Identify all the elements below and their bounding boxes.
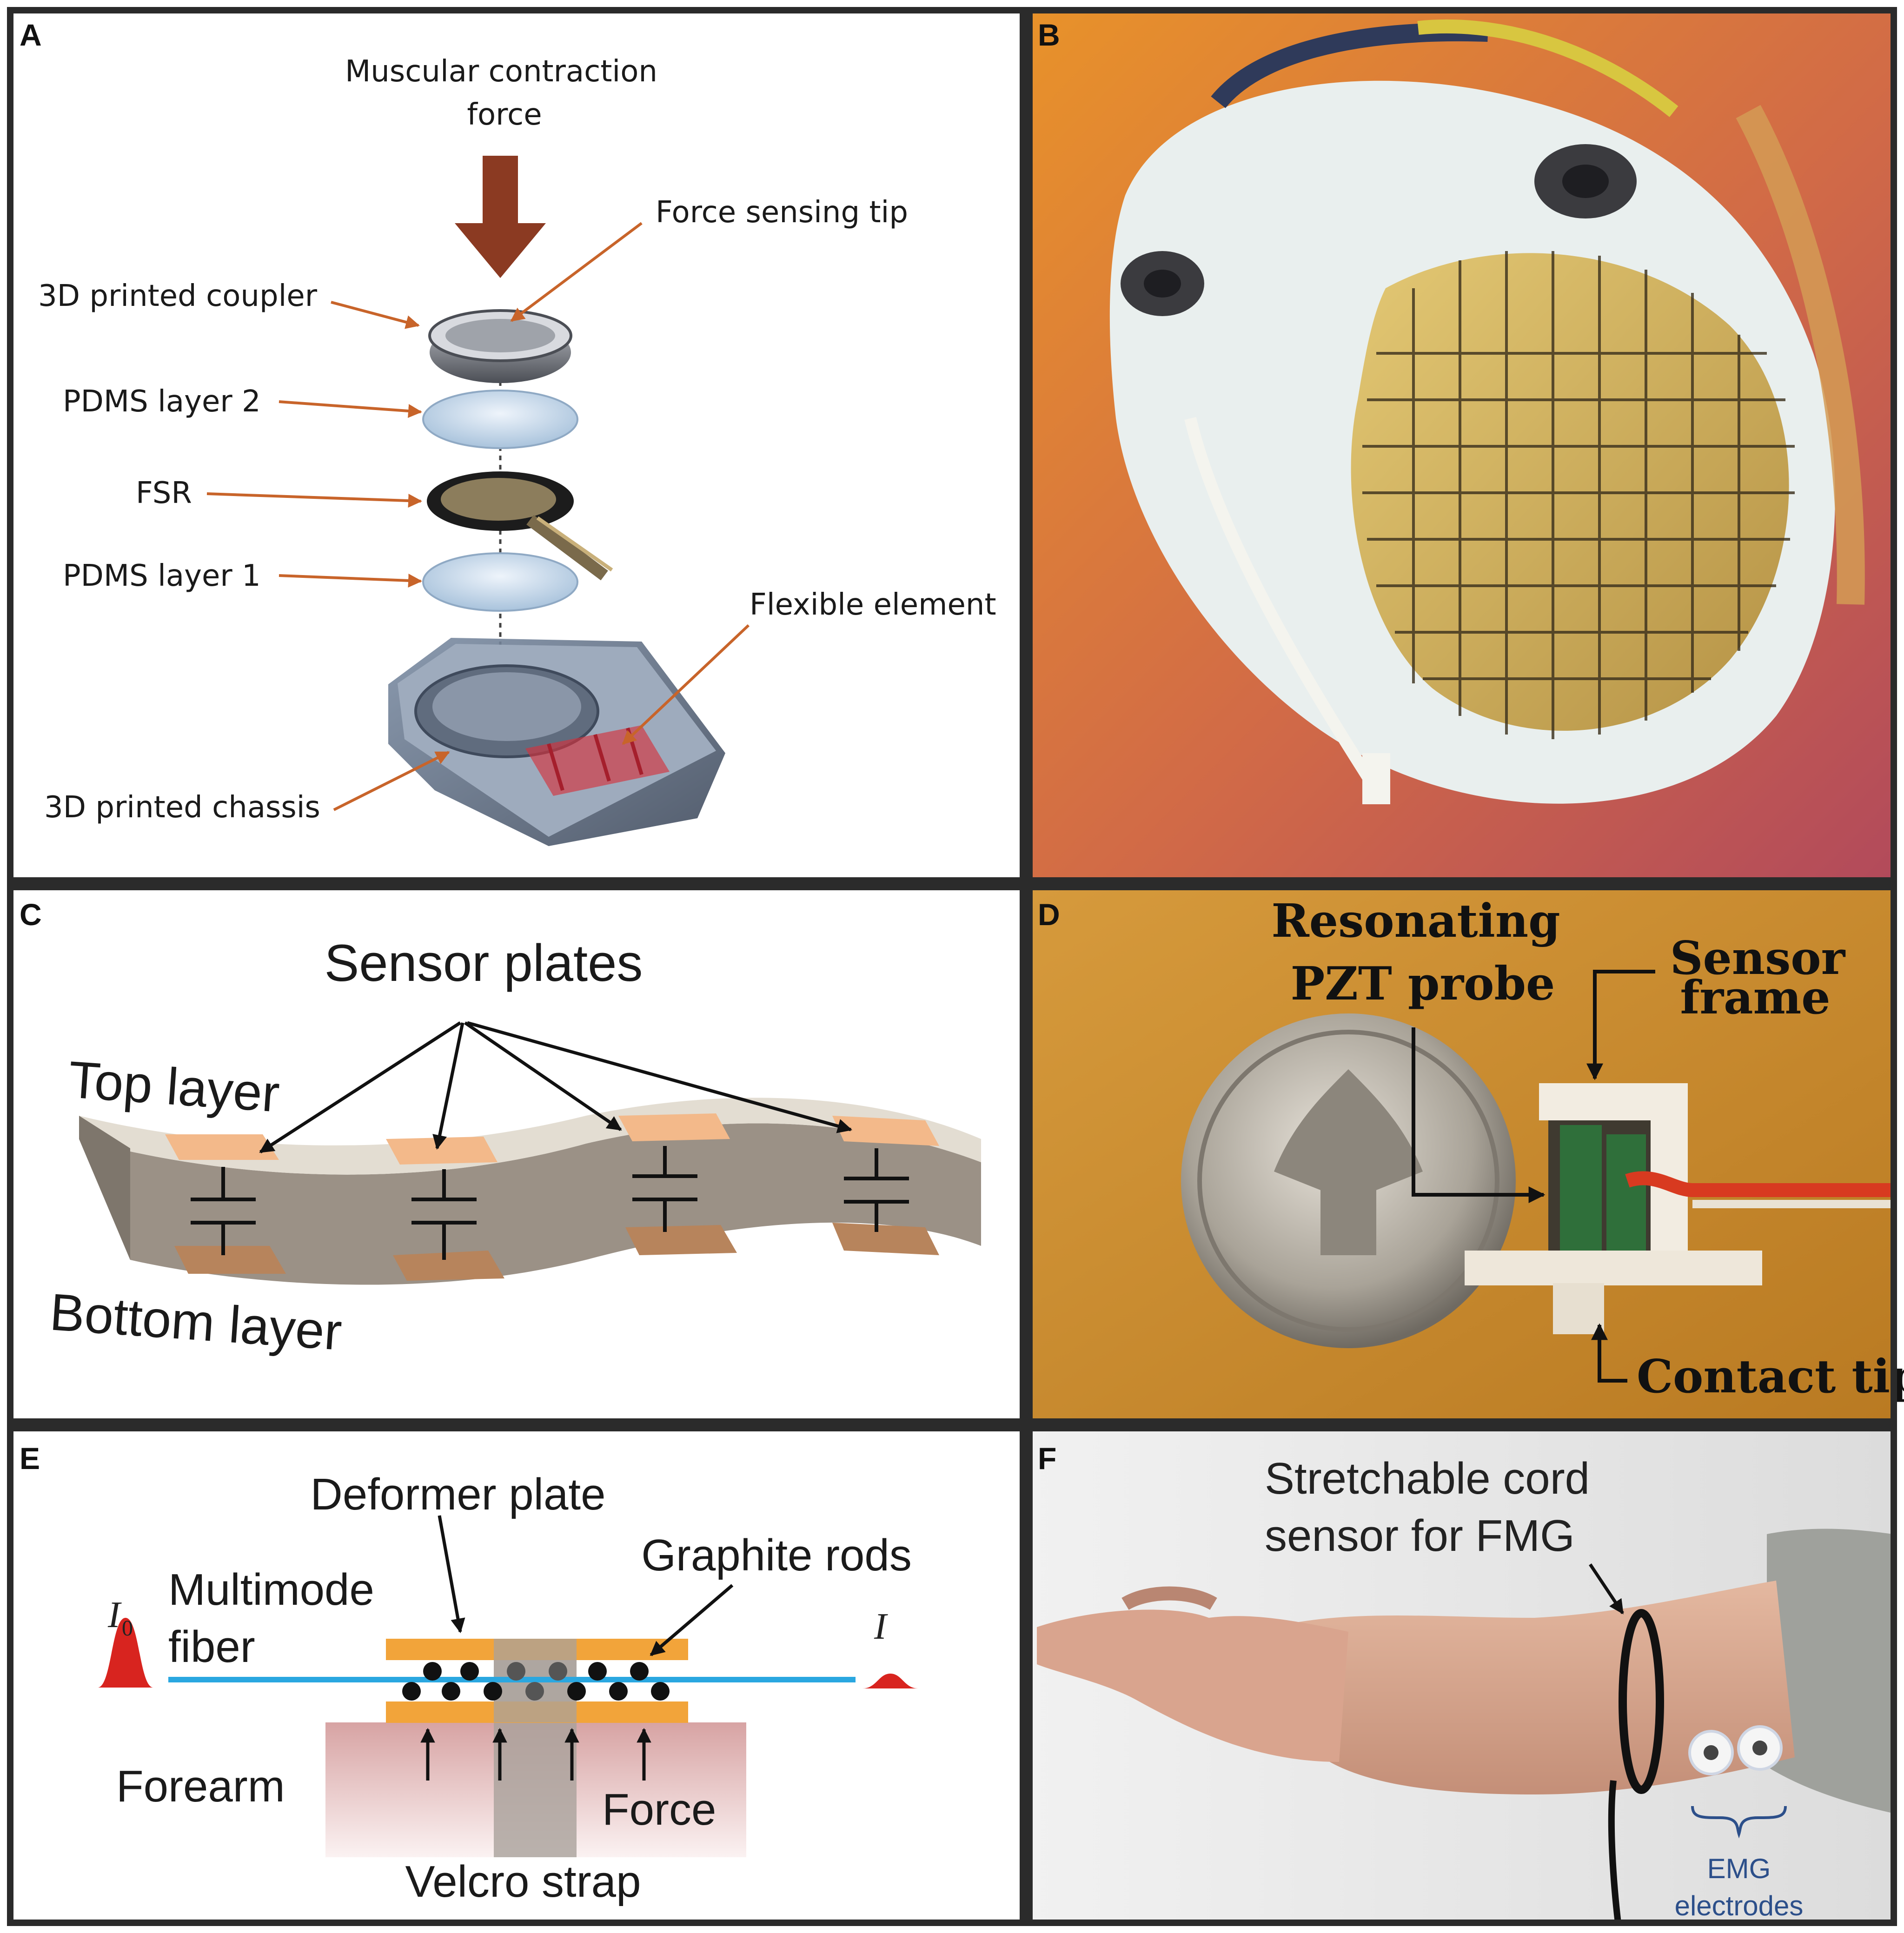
label-muscular-contraction: Muscular contraction [345,54,657,89]
bottom-plate-1 [174,1246,286,1274]
arrow-flexible-element [622,624,750,745]
label-resonating: Resonating [1271,894,1560,948]
label-pzt-probe: PZT probe [1291,957,1555,1011]
label-3d-printed-chassis: 3D printed chassis [44,790,320,825]
arrow-pdms-layer-1 [279,573,422,588]
label-deformer-plate: Deformer plate [311,1470,606,1519]
flexible-sensor-slab [79,1098,981,1285]
panel-letter-f: F [1038,1441,1056,1476]
bottom-plate-4 [832,1223,939,1255]
panel-e-border [7,1425,1026,1926]
label-i0-subscript: 0 [122,1616,133,1641]
arrow-coupler [331,301,420,329]
capacitor-icon [191,1146,909,1260]
label-i-output: I [874,1606,888,1647]
panel-b-border [1026,7,1897,884]
label-pdms-layer-2: PDMS layer 2 [63,384,261,419]
panel-e: E Deformer plate Graphite rods Mul [7,1425,1026,1926]
top-plate-1 [165,1134,279,1160]
panel-f: Stretchable cord sensor for FMG EMG elec… [1026,1425,1897,1926]
panel-letter-b: B [1038,18,1060,52]
label-frame: frame [1680,971,1830,1025]
panel-a-border [7,7,1026,884]
label-stretchable-cord: Stretchable cord [1265,1454,1590,1503]
top-plate-4 [832,1116,939,1146]
forearm-photo [1037,1529,1892,1923]
panel-letter-a: A [20,18,42,52]
panel-a: A Muscular contraction force [7,7,1026,884]
force-arrows [420,1515,734,1781]
top-plate-3 [618,1113,730,1141]
label-i0: I [107,1595,122,1635]
label-emg: EMG [1707,1853,1771,1884]
panel-letter-c: C [20,897,42,932]
quarter-coin-photo [1181,1013,1516,1348]
force-arrow-icon [455,156,546,278]
label-sensor: Sensor [1670,932,1846,985]
panel-f-border [1026,1425,1897,1926]
top-plate-2 [386,1137,498,1165]
bottom-plate-2 [393,1251,504,1281]
panel-b: B [1026,7,1897,884]
label-fiber: fiber [168,1622,255,1672]
graphite-rods [402,1662,670,1701]
input-pulse-icon [98,1618,153,1688]
label-pdms-layer-1: PDMS layer 1 [63,559,261,593]
arrow-pdms-layer-2 [279,400,422,418]
label-3d-printed-coupler: 3D printed coupler [38,279,318,313]
arrow-force-sensing-tip [510,222,643,322]
pzt-probe-photo [1465,1083,1892,1334]
label-contact-tip: Contact tip [1637,1350,1904,1403]
label-velcro-strap: Velcro strap [405,1857,641,1907]
label-force-sensing-tip: Force sensing tip [656,195,908,230]
panel-d-border [1026,884,1897,1425]
panel-c: C Sensor plates Top layer Bottom layer [7,884,1026,1425]
pdms-layer-2-part [422,390,578,449]
output-pulse-icon [862,1674,918,1688]
label-flexible-element: Flexible element [750,588,996,622]
label-force-e: Force [602,1785,716,1834]
fsr-part [427,471,613,581]
label-sensor-plates: Sensor plates [325,934,643,992]
arrow-chassis [333,751,450,811]
chassis-part [388,638,725,846]
label-electrodes: electrodes [1675,1890,1804,1921]
panel-c-border [7,884,1026,1425]
coupler-part [428,309,572,383]
arrow-cord-sensor [1589,1563,1624,1615]
label-force: force [467,98,542,132]
arrow-fsr [206,492,422,508]
label-fsr: FSR [136,476,192,510]
bottom-plate-3 [625,1225,737,1255]
label-graphite-rods: Graphite rods [641,1530,912,1580]
sensor-plate-arrows [259,1021,853,1153]
panel-letter-e: E [20,1441,40,1476]
sensor-band-photo [1109,20,1865,804]
pdms-layer-1-part [422,552,578,612]
panel-d-arrows [1412,970,1655,1383]
panel-d: Resonating PZT probe Sensor frame Contac… [1026,884,1904,1425]
label-sensor-for-fmg: sensor for FMG [1265,1511,1575,1561]
label-forearm: Forearm [116,1761,285,1811]
panel-letter-d: D [1038,897,1060,932]
label-multimode: Multimode [168,1565,374,1615]
